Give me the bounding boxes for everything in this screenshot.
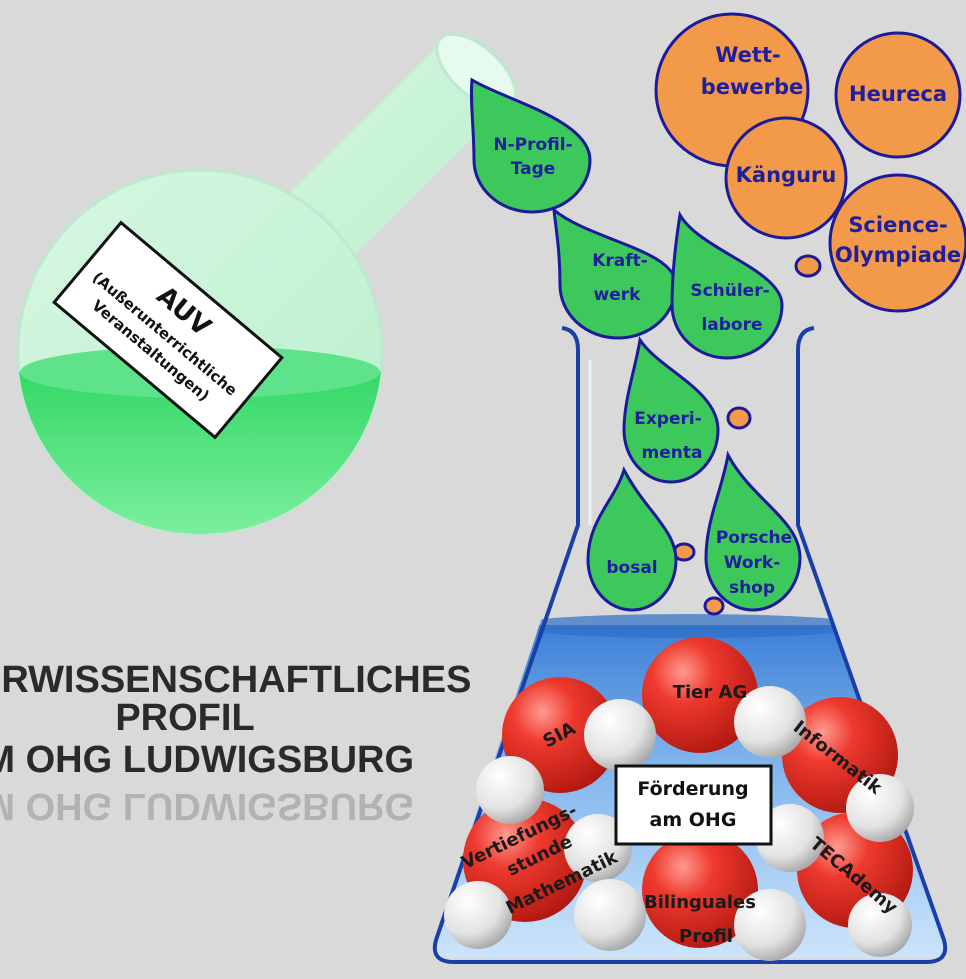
label-kraftwerk-2: werk (594, 285, 642, 305)
label-porsche-3: shop (729, 578, 775, 598)
drop-schuelerlabore (670, 210, 784, 360)
title-line-2: PROFIL (115, 697, 254, 739)
label-nprofil-1: N-Profil- (493, 135, 572, 155)
sphere-white-8 (574, 879, 646, 951)
circle-heureca (834, 31, 962, 159)
molecule-cluster: SIA Tier AG Informatik Vertiefungs- stun… (444, 637, 914, 961)
round-flask: AUV (Außerunterrichtliche Veranstaltunge… (16, 32, 517, 536)
label-kraftwerk-1: Kraft- (592, 251, 648, 271)
drops: N-Profil- Tage Kraft- werk Schüler- labo… (469, 77, 802, 612)
drop-kraftwerk (552, 206, 678, 340)
small-bubbles (672, 254, 822, 616)
competitions: Wett- bewerbe Heureca Känguru Science- O… (654, 12, 966, 313)
erlenmeyer-flask: SIA Tier AG Informatik Vertiefungs- stun… (432, 326, 948, 964)
label-nprofil-2: Tage (511, 159, 556, 179)
label-wettbewerbe-2: bewerbe (701, 75, 804, 99)
title-line-1: NATURWISSENSCHAFTLICHES (0, 659, 471, 701)
profile-title: NATURWISSENSCHAFTLICHES PROFIL AM OHG LU… (0, 659, 471, 827)
sphere-white-1 (584, 699, 656, 771)
label-schuelerlabore-1: Schüler- (690, 281, 769, 301)
label-experimenta-2: menta (642, 443, 703, 463)
label-kaenguru: Känguru (736, 163, 837, 187)
sphere-white-10 (848, 893, 912, 957)
foerderung-line-1: Förderung (637, 778, 748, 800)
label-porsche-1: Porsche (716, 528, 792, 548)
circle-science (828, 173, 966, 313)
title-line-3: AM OHG LUDWIGSBURG (0, 739, 414, 781)
title-reflection: AM OHG LUDWIGSBURG (0, 785, 414, 827)
drop-porsche (704, 450, 802, 612)
drop-bosal (586, 466, 678, 612)
bubble-2 (726, 406, 752, 430)
label-science-2: Olympiade (835, 243, 961, 267)
sphere-white-7 (444, 881, 512, 949)
label-experimenta-1: Experi- (634, 409, 702, 429)
label-science-1: Science- (848, 213, 947, 237)
sphere-white-5 (756, 804, 824, 872)
bubble-4 (703, 596, 725, 616)
label-porsche-2: Work- (724, 553, 781, 573)
sphere-white-4 (846, 774, 914, 842)
erlenmeyer-outline (432, 326, 948, 964)
label-heureca: Heureca (849, 82, 947, 106)
drop-experimenta (622, 336, 720, 484)
label-bosal: bosal (606, 558, 657, 578)
label-bilinguales-2: Profil (679, 926, 733, 947)
label-wettbewerbe-1: Wett- (715, 43, 780, 67)
sphere-white-2 (734, 686, 806, 758)
bubble-1 (794, 254, 822, 278)
foerderung-box: Förderung am OHG (614, 764, 773, 846)
sphere-tier-ag (642, 637, 758, 753)
label-schuelerlabore-2: labore (701, 315, 762, 335)
erlenmeyer-liquid-surface (508, 614, 868, 638)
drop-nprofil (469, 77, 592, 214)
sphere-bilinguales (642, 832, 758, 948)
sphere-white-9 (734, 889, 806, 961)
circle-kaenguru (724, 116, 848, 240)
foerderung-line-2: am OHG (650, 809, 737, 831)
label-tier-ag: Tier AG (673, 682, 748, 703)
title-reflection-line-3: AM OHG LUDWIGSBURG (0, 785, 414, 827)
sphere-white-3 (476, 756, 544, 824)
label-bilinguales-1: Bilinguales (644, 892, 756, 913)
